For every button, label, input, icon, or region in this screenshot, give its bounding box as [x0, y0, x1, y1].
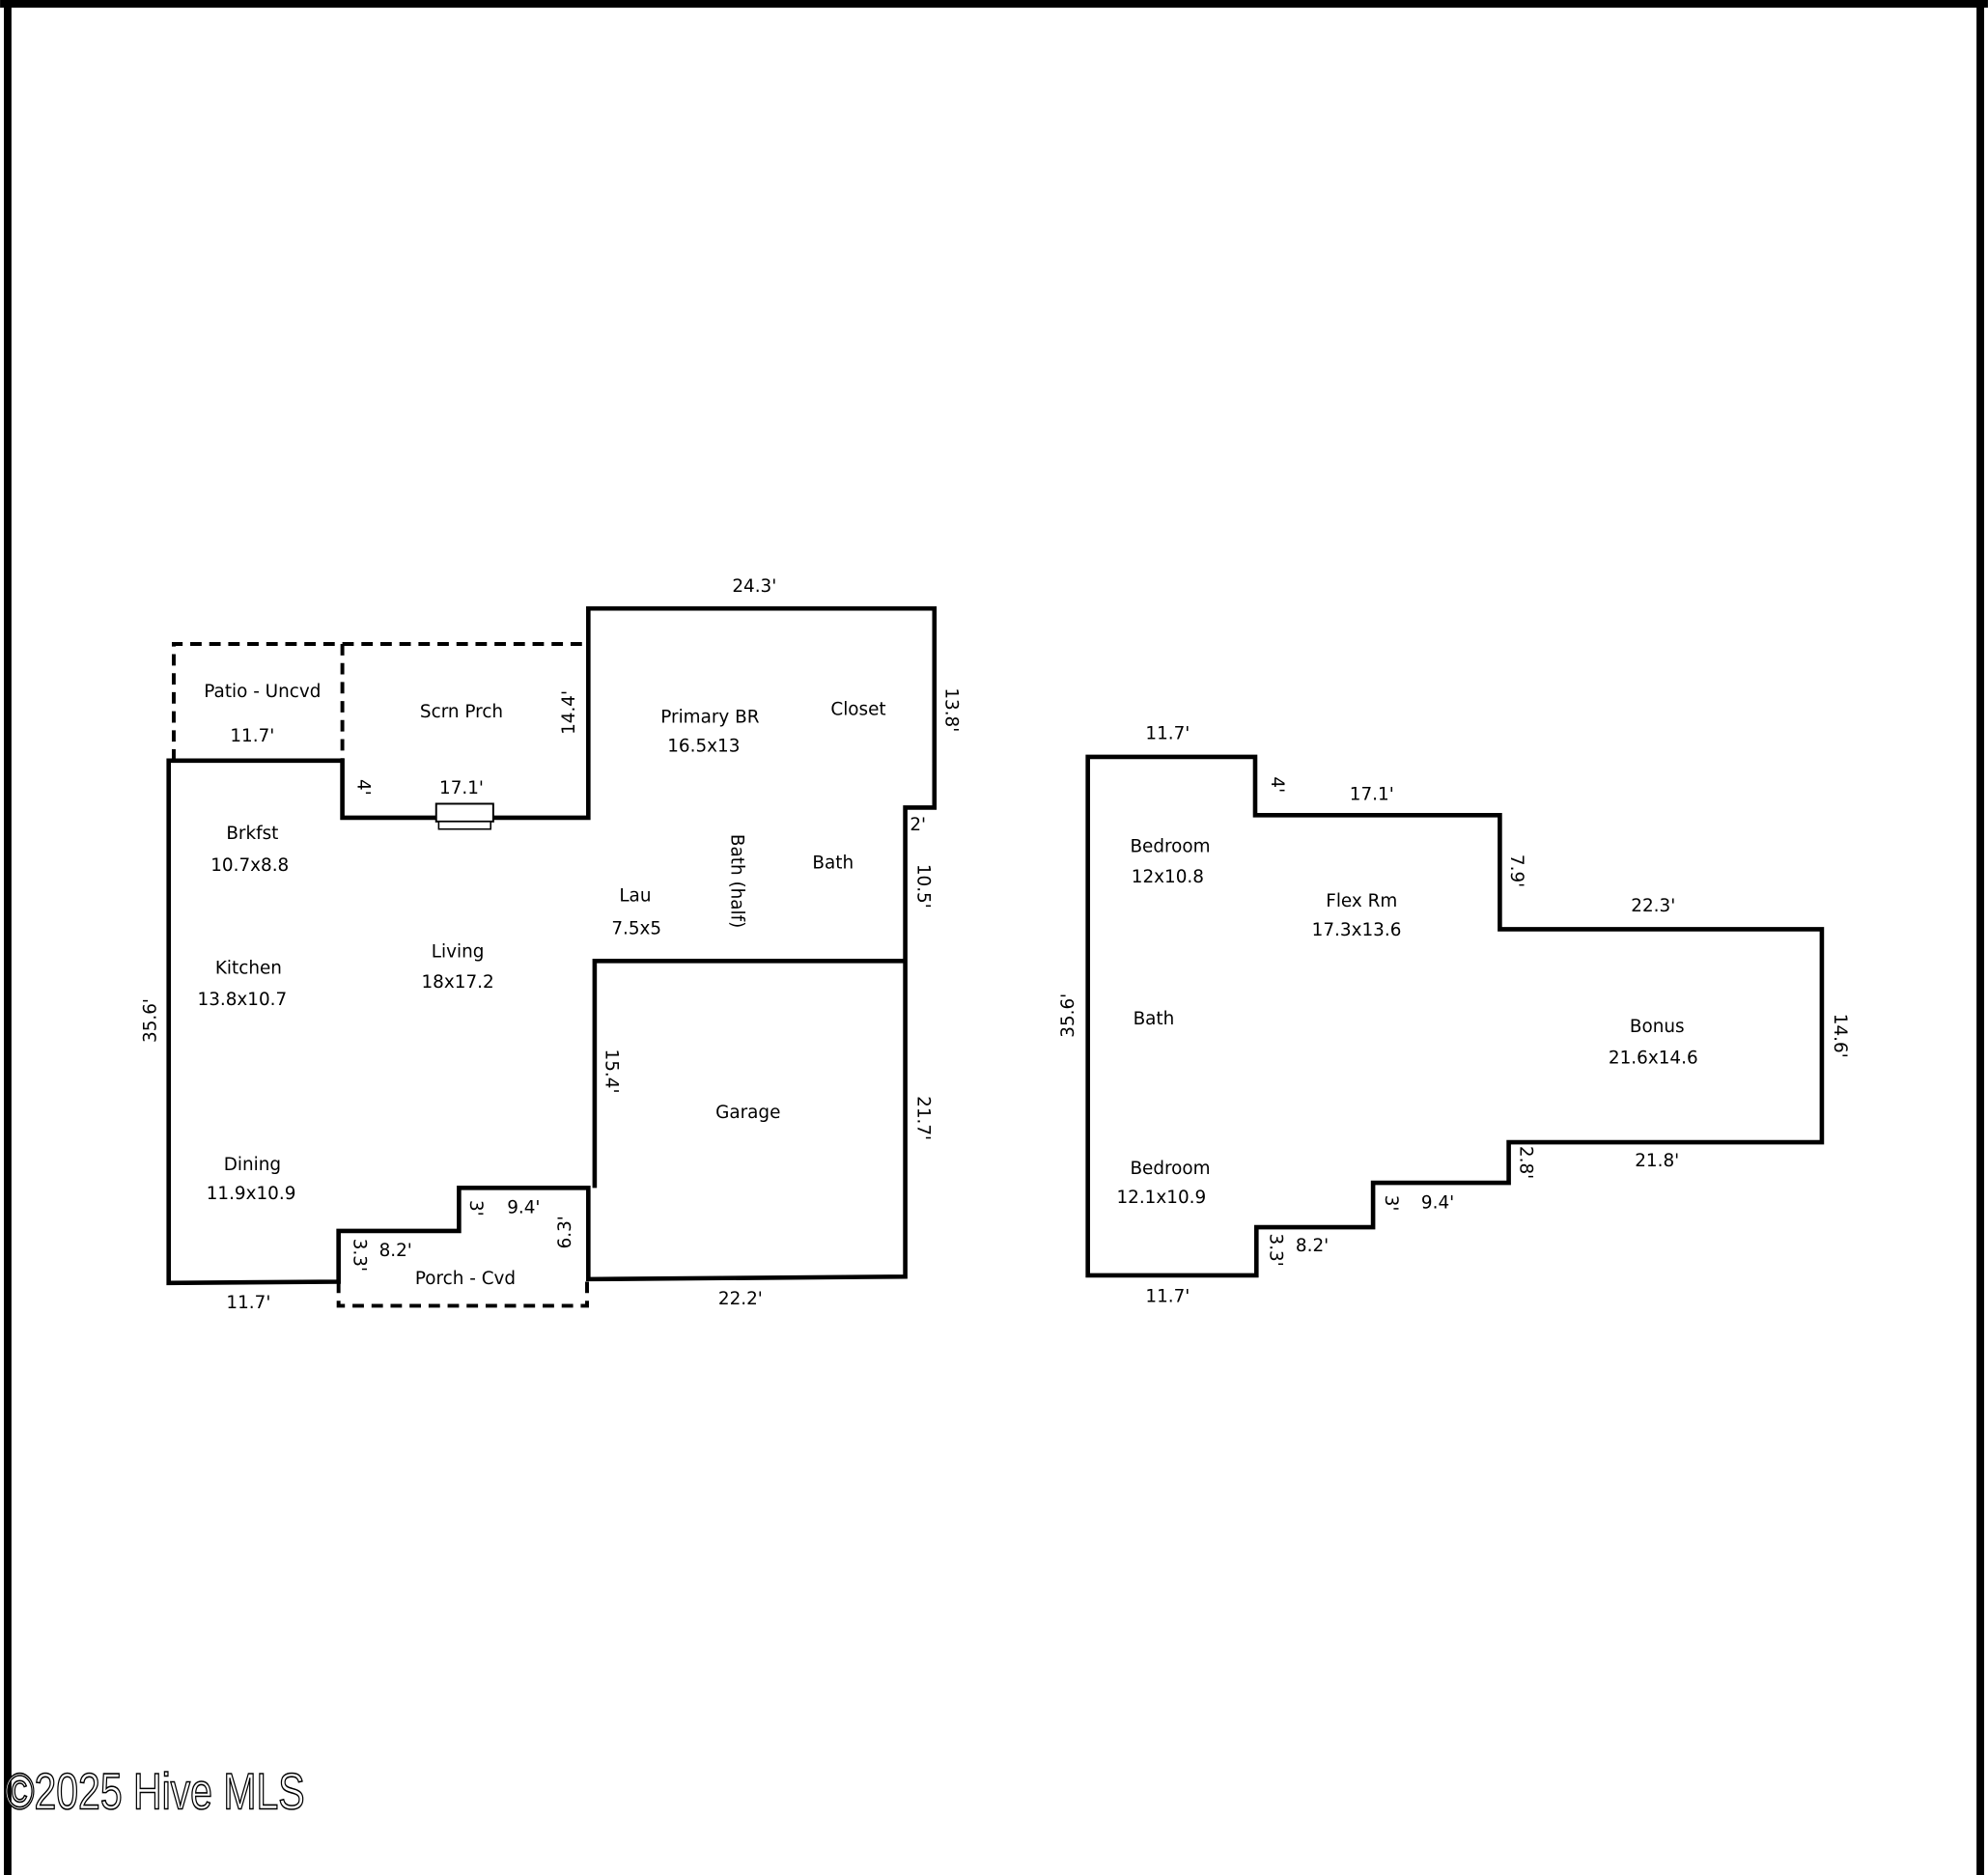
room-label: Bath (half) — [727, 834, 747, 928]
room-label: Dining — [224, 1155, 281, 1175]
ground-floor: Patio - Uncvd Scrn Prch Primary BR 16.5x… — [141, 576, 962, 1313]
dimension-label: 8.2' — [1296, 1236, 1329, 1256]
room-size: 13.8x10.7 — [198, 990, 288, 1010]
frame-top — [0, 0, 1988, 8]
porch-outline — [336, 1278, 589, 1308]
room-size: 12x10.8 — [1132, 867, 1204, 887]
dimension-label: 14.4' — [559, 690, 579, 735]
room-size: 12.1x10.9 — [1116, 1188, 1206, 1208]
room-label: Bedroom — [1130, 1159, 1210, 1179]
room-label: Primary BR — [660, 707, 759, 727]
dimension-label: 8.2' — [379, 1241, 412, 1261]
upper-floor-outline — [1085, 754, 1825, 1278]
dimension-label: 3' — [1381, 1195, 1401, 1212]
room-label: Lau — [619, 886, 651, 907]
dimension-label: 17.1' — [1350, 785, 1394, 805]
fireplace-icon — [434, 802, 494, 830]
patio-outline — [171, 642, 589, 761]
dimension-label: 7.9' — [1506, 854, 1526, 887]
dimension-label: 22.3' — [1631, 896, 1675, 916]
room-label: Bedroom — [1130, 836, 1210, 856]
dimension-label: 17.1' — [439, 778, 484, 798]
room-size: 10.7x8.8 — [210, 855, 289, 876]
dimension-label: 3.3' — [349, 1239, 369, 1272]
dimension-label: 35.6' — [1058, 993, 1078, 1038]
room-label: Kitchen — [215, 958, 282, 978]
room-size: 18x17.2 — [421, 972, 493, 993]
dimension-label: 21.8' — [1635, 1151, 1679, 1171]
room-label: Closet — [830, 700, 885, 720]
dimension-label: 11.7' — [1145, 1287, 1190, 1307]
frame-left — [4, 0, 12, 1875]
dimension-label: 3' — [465, 1200, 486, 1217]
room-label: Porch - Cvd — [415, 1269, 516, 1289]
room-size: 11.9x10.9 — [207, 1184, 296, 1204]
room-size: 16.5x13 — [667, 737, 740, 757]
dimension-label: 11.7' — [226, 1293, 270, 1313]
room-label: Bonus — [1630, 1017, 1685, 1037]
dimension-label: 2.8' — [1515, 1146, 1535, 1179]
room-label: Patio - Uncvd — [204, 682, 321, 702]
room-label: Scrn Prch — [420, 702, 503, 722]
dimension-label: 24.3' — [732, 576, 776, 597]
dimension-label: 14.6' — [1830, 1014, 1850, 1058]
dimension-label: 10.5' — [913, 864, 934, 909]
garage-wall — [592, 958, 906, 1189]
dimension-label: 35.6' — [141, 998, 161, 1043]
ground-floor-outline — [166, 605, 938, 1286]
room-size: 21.6x14.6 — [1609, 1049, 1698, 1069]
room-label: Garage — [715, 1103, 780, 1123]
frame-right — [1976, 0, 1984, 1875]
dimension-label: 9.4' — [1421, 1192, 1454, 1213]
room-label: Bath — [1134, 1009, 1175, 1029]
watermark: ©2025 Hive MLS — [5, 1763, 304, 1820]
dimension-label: 4' — [352, 779, 373, 796]
room-size: 7.5x5 — [611, 919, 661, 939]
room-label: Brkfst — [226, 824, 278, 844]
dimension-label: 9.4' — [507, 1198, 540, 1218]
room-label: Flex Rm — [1326, 891, 1397, 911]
dimension-label: 11.7' — [230, 726, 274, 746]
room-label: Bath — [812, 853, 854, 873]
room-size: 17.3x13.6 — [1312, 920, 1402, 940]
dimension-label: 21.7' — [913, 1096, 934, 1140]
room-label: Living — [432, 941, 485, 962]
upper-floor: Bedroom 12x10.8 Flex Rm 17.3x13.6 Bath B… — [1058, 724, 1850, 1307]
dimension-label: 2' — [910, 815, 926, 835]
dimension-label: 13.8' — [941, 687, 962, 732]
dimension-label: 15.4' — [602, 1049, 622, 1094]
dimension-label: 4' — [1267, 776, 1287, 793]
dimension-label: 3.3' — [1266, 1234, 1286, 1267]
dimension-label: 11.7' — [1145, 724, 1190, 744]
dimension-label: 6.3' — [555, 1216, 575, 1248]
dimension-label: 22.2' — [718, 1289, 763, 1309]
